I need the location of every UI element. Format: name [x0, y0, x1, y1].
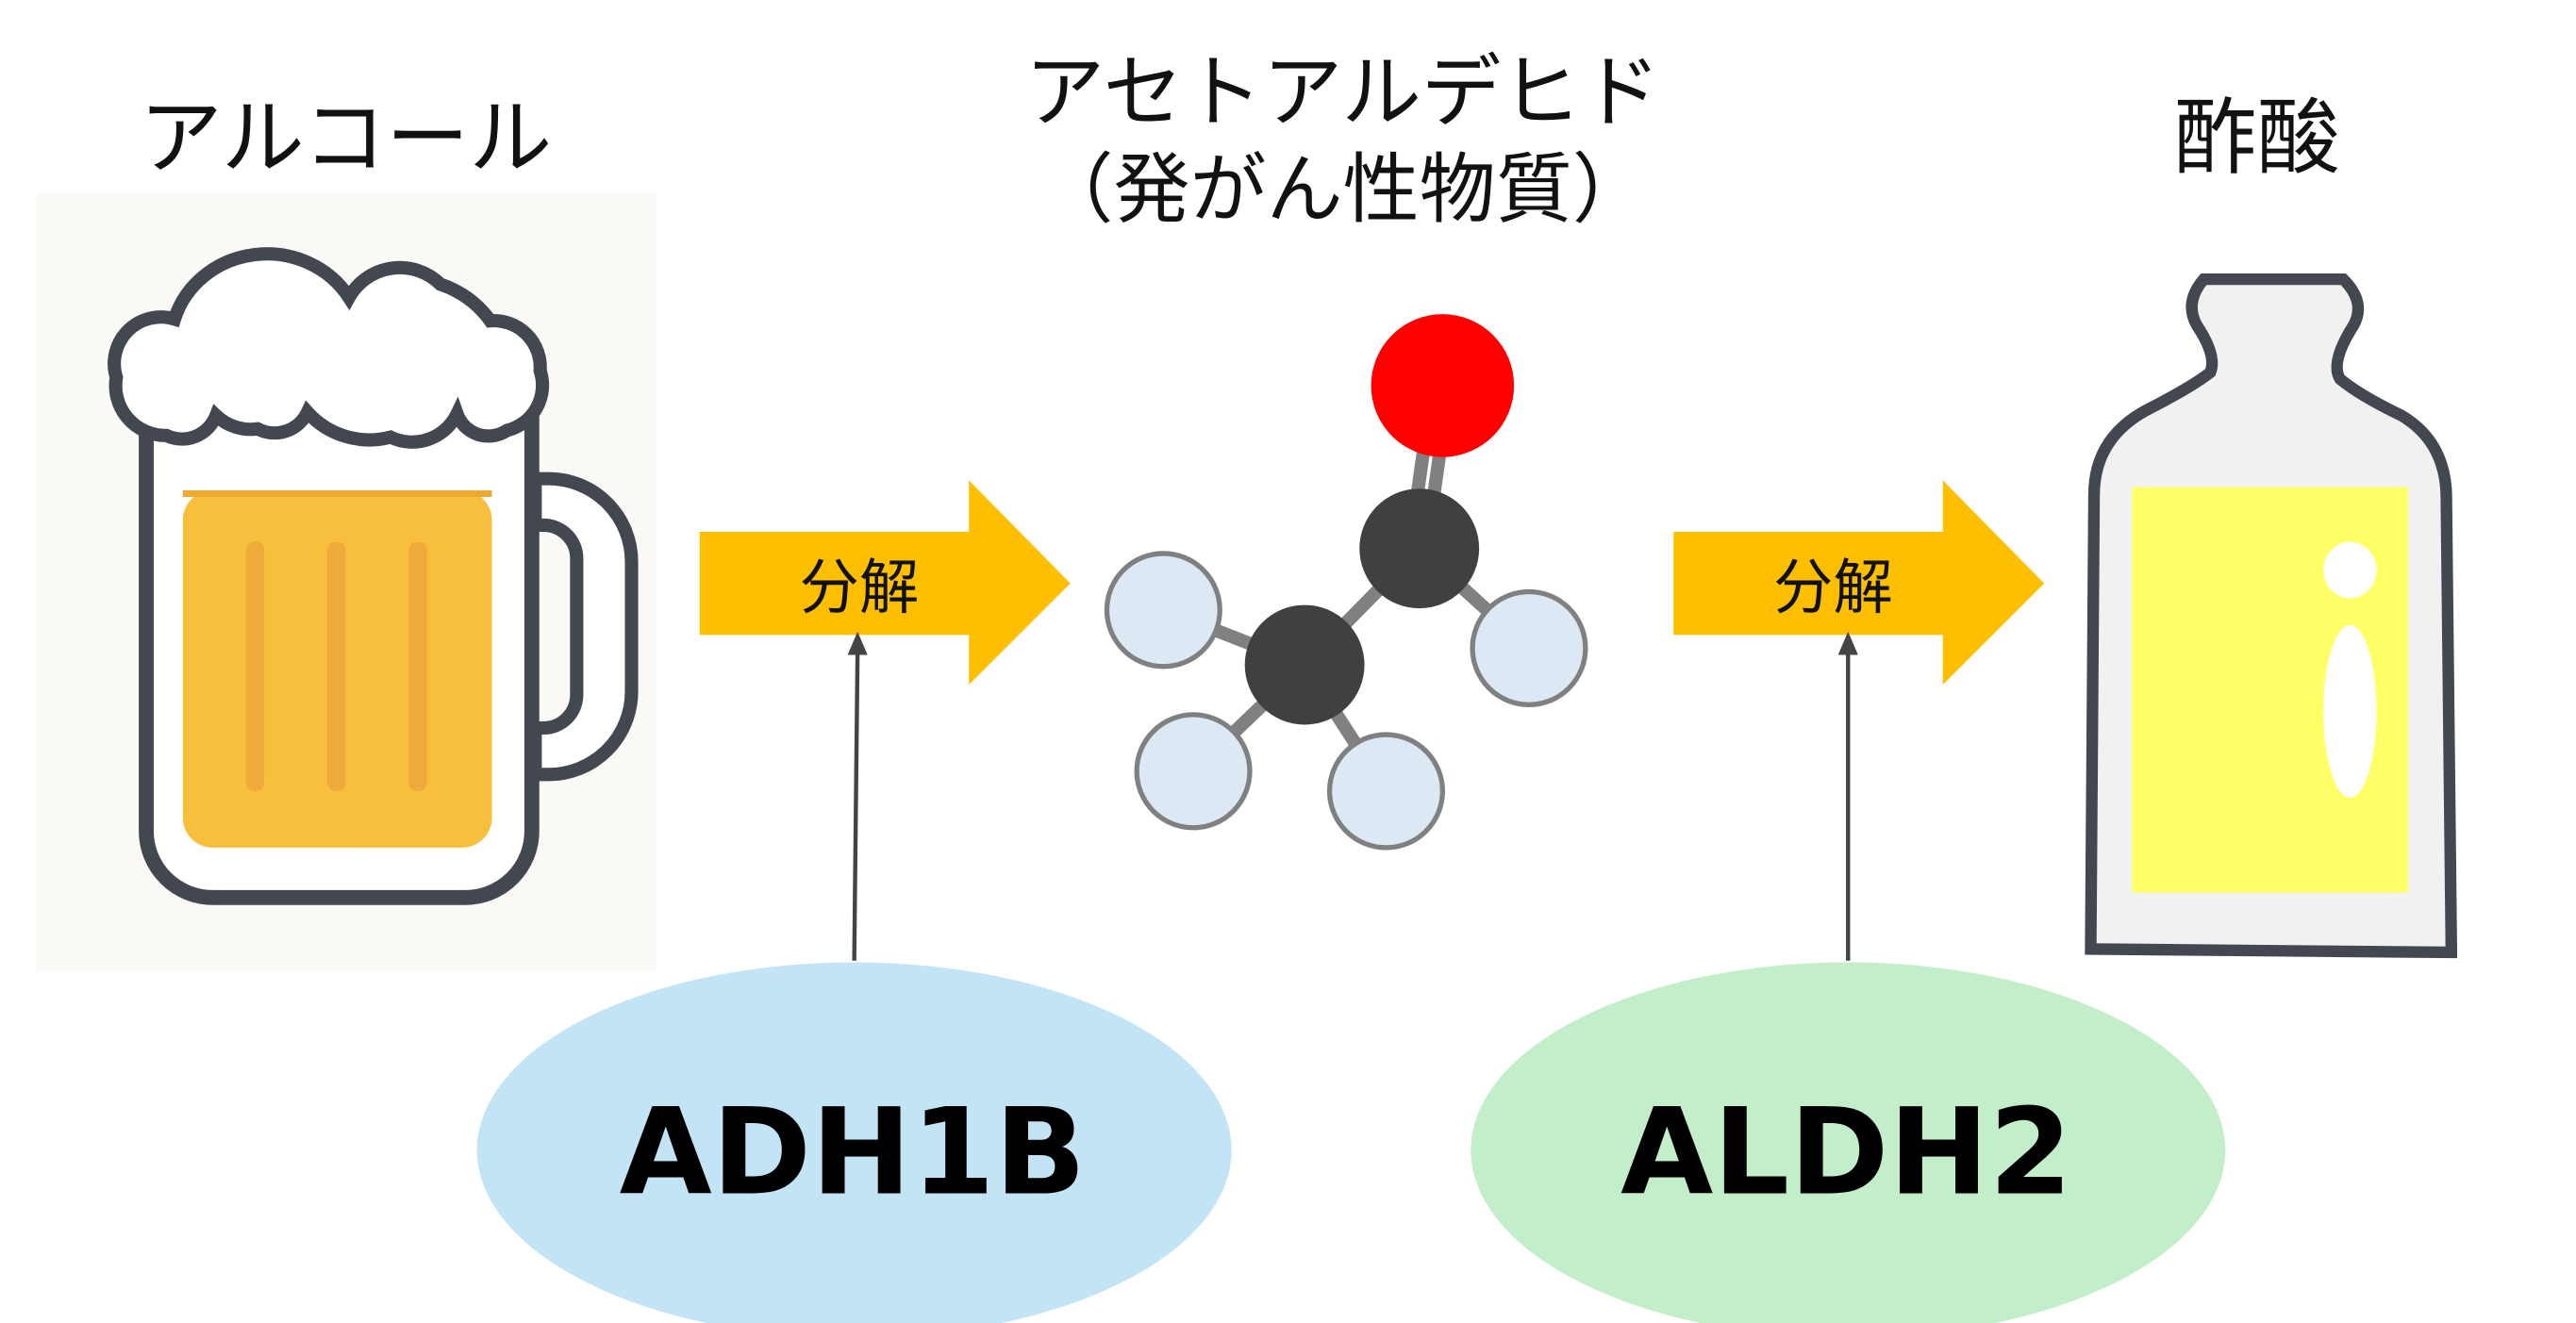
vinegar-bottle-icon — [2085, 273, 2458, 959]
arrow-label: 分解 — [799, 553, 919, 622]
enzyme-name: ADH1B — [620, 1082, 1087, 1221]
acetic-acid-label: 酢酸 — [2174, 89, 2340, 186]
carcinogen-note: （発がん性物質） — [1038, 146, 1649, 235]
decomposition-arrow-2: 分解 — [1673, 480, 2045, 686]
alcohol-label: アルコール — [140, 89, 553, 186]
beer-mug-icon — [36, 192, 656, 971]
acetaldehyde-label: アセトアルデヒド — [1025, 45, 1661, 139]
decomposition-arrow-1: 分解 — [699, 480, 1071, 686]
arrow-label: 分解 — [1773, 553, 1893, 622]
enzyme-aldh2: ALDH2 — [1471, 962, 2226, 1323]
enzyme-adh1b: ADH1B — [476, 962, 1232, 1323]
acetaldehyde-molecule-icon — [1104, 314, 1588, 851]
aldh2-connector — [1837, 631, 1858, 961]
enzyme-name: ALDH2 — [1620, 1082, 2072, 1221]
adh1b-connector — [847, 631, 868, 961]
